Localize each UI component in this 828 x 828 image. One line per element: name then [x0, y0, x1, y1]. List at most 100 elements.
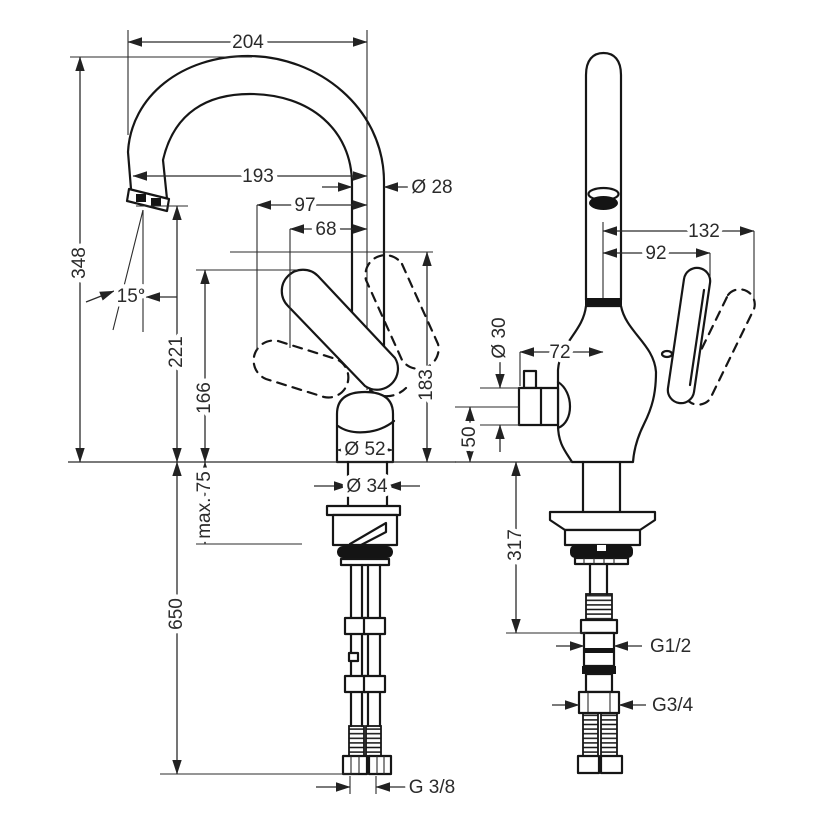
dim-68: 68 [289, 215, 368, 348]
handle-blade-edge [688, 288, 706, 387]
dim-label-97: 97 [294, 195, 315, 216]
dim-g38: G 3/8 [316, 773, 460, 803]
dim-label-166: 166 [194, 382, 215, 414]
hose-nut [367, 754, 393, 776]
dim-52: Ø 52 [336, 435, 394, 465]
spout-inner-outline [161, 92, 354, 362]
dim-label-28: Ø 28 [411, 177, 452, 198]
dim-label-g34: G3/4 [652, 695, 694, 716]
hose-clip [343, 616, 368, 636]
dim-132: 132 [602, 217, 755, 300]
dim-166: 166 [190, 269, 298, 463]
dim-label-193: 193 [242, 166, 274, 187]
dim-label-30: Ø 30 [489, 317, 510, 358]
dim-label-204: 204 [232, 32, 264, 53]
hose-thread-side [600, 712, 618, 757]
mid-tube [584, 672, 614, 694]
dim-label-52: Ø 52 [344, 439, 385, 460]
side-view: 132 92 Ø 30 72 50 317 [455, 51, 756, 775]
hose-thread [365, 725, 382, 757]
seal-notch [597, 545, 606, 551]
hose-tick [347, 651, 360, 663]
hose-nut-side [599, 754, 624, 775]
dim-50: 50 [455, 406, 519, 463]
joint-band [582, 666, 616, 674]
dim-34: Ø 34 [314, 472, 420, 502]
dim-193: 193 [132, 162, 368, 192]
dim-28: Ø 28 [322, 173, 457, 203]
mounting-set-side [548, 460, 657, 775]
dim-label-g38: G 3/8 [409, 777, 455, 798]
dim-label-650: 650 [166, 598, 187, 630]
faucet-body-side [556, 304, 658, 464]
dim-650: 650 [160, 461, 358, 775]
handle-lever-side [666, 266, 712, 405]
dim-label-max75: max. 75 [194, 471, 215, 539]
mounting-plate [325, 504, 402, 517]
dim-204: 204 [127, 28, 368, 135]
side-valve [517, 369, 571, 430]
valve-knob [522, 369, 538, 390]
dim-label-50: 50 [459, 426, 480, 447]
threaded-section [585, 593, 613, 621]
hose-clip [362, 674, 387, 694]
handle-lowered-dashed [252, 339, 350, 399]
clamp-block [331, 513, 399, 547]
coupling-nut [579, 618, 619, 635]
handle-raised-dashed [364, 254, 440, 370]
dim-g34: G3/4 [552, 691, 698, 721]
handle-collar-front [336, 419, 396, 434]
aerator-slot [151, 198, 161, 206]
mounting-plate-side [548, 510, 657, 532]
hose-clip [362, 616, 387, 636]
dim-221: 221 [136, 205, 192, 463]
g12-band [584, 648, 614, 653]
dim-97: 97 [256, 191, 368, 350]
valve-collar [556, 380, 571, 430]
hose-thread [348, 725, 365, 757]
handle-mount-hole [660, 349, 674, 359]
dim-30: Ø 30 [480, 313, 520, 452]
dim-label-221: 221 [166, 336, 187, 368]
clamp-block-side [563, 528, 642, 547]
dim-72: 72 [519, 338, 604, 386]
dim-15deg: 15° [85, 209, 177, 332]
pipe-joint-band [585, 298, 622, 306]
dim-348: 348 [65, 56, 252, 463]
spout-pipe-side [584, 51, 623, 302]
aerator-nozzle [125, 187, 171, 213]
dim-label-72: 72 [549, 342, 570, 363]
mounting-set-front [325, 460, 402, 776]
aerator-face-side [589, 196, 618, 210]
dim-label-132: 132 [688, 221, 720, 242]
dim-g12: G1/2 [556, 632, 696, 662]
aerator-slot [136, 194, 146, 202]
faucet-body-front [335, 390, 395, 464]
seal-ring-side [570, 545, 633, 558]
hose-thread-side [582, 712, 599, 757]
clamp-wedge [348, 521, 388, 547]
spout-outline [126, 54, 386, 362]
dim-183: 183 [230, 251, 442, 463]
hose-clip [343, 674, 368, 694]
dim-92: 92 [602, 239, 711, 276]
dim-label-g12: G1/2 [650, 636, 691, 657]
dim-label-68: 68 [315, 219, 336, 240]
dim-label-15deg: 15° [117, 286, 146, 307]
dim-label-92: 92 [645, 243, 666, 264]
dim-label-348: 348 [69, 247, 90, 279]
seal-ring [337, 546, 393, 558]
dim-label-34: Ø 34 [346, 476, 388, 497]
valve-body [517, 386, 560, 427]
hose-nut-side [576, 754, 601, 775]
seal-washer [339, 557, 391, 567]
dim-317: 317 [501, 461, 586, 634]
g34-nut [577, 690, 621, 715]
front-view: 204 348 193 Ø 28 97 68 [65, 28, 460, 803]
dim-label-317: 317 [505, 529, 526, 561]
handle-lever-front [280, 268, 400, 391]
hose-nut [341, 754, 369, 776]
dim-max75: max. 75 [190, 461, 302, 545]
